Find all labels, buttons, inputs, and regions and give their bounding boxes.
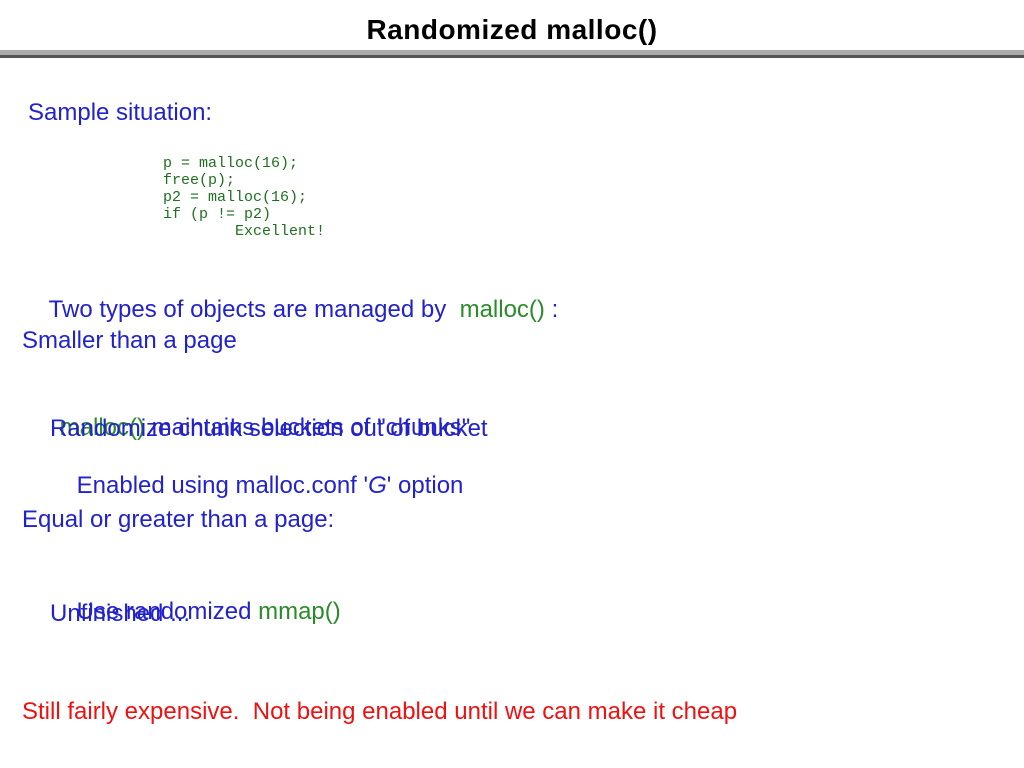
sample-situation-label: Sample situation:: [28, 99, 213, 126]
code-line: Excellent!: [163, 223, 326, 240]
enabled-option-line: Enabled using malloc.conf 'G' option: [50, 444, 464, 528]
two-types-line: Two types of objects are managed by mall…: [22, 268, 559, 352]
smaller-than-page-heading: Smaller than a page: [22, 327, 237, 354]
mmap-keyword: mmap(): [258, 598, 341, 625]
unfinished-line: Unfinished ...: [50, 600, 191, 627]
malloc-keyword: malloc(): [59, 414, 146, 441]
buckets-line: malloc() maintains buckets of "chunks": [33, 386, 471, 470]
equal-or-greater-heading: Equal or greater than a page:: [22, 506, 335, 533]
code-line: p2 = malloc(16);: [163, 189, 308, 206]
malloc-keyword: malloc(): [459, 296, 545, 323]
two-types-suffix: :: [544, 296, 559, 323]
two-types-prefix: Two types of objects are managed by: [48, 296, 460, 323]
g-option-emphasis: G: [368, 472, 387, 499]
title-divider-dark-band: [0, 55, 1024, 58]
footer-alert-note: Still fairly expensive. Not being enable…: [22, 698, 738, 725]
enabled-suffix: ' option: [386, 472, 464, 499]
slide-title: Randomized malloc(): [366, 14, 658, 45]
randomize-chunk-line: Randomize chunk selection out of bucket: [50, 415, 488, 442]
buckets-text: maintains buckets of "chunks": [145, 414, 471, 441]
mmap-line: Use randomized mmap(): [50, 570, 341, 654]
code-line: free(p);: [163, 172, 236, 189]
title-divider-light-band: [0, 50, 1024, 55]
mmap-prefix: Use randomized: [76, 598, 259, 625]
title-divider: [0, 50, 1024, 58]
code-line: if (p != p2): [163, 206, 272, 223]
code-sample-block: p = malloc(16); free(p); p2 = malloc(16)…: [163, 155, 325, 240]
enabled-prefix: Enabled using malloc.conf ': [76, 472, 369, 499]
code-line: p = malloc(16);: [163, 155, 299, 172]
